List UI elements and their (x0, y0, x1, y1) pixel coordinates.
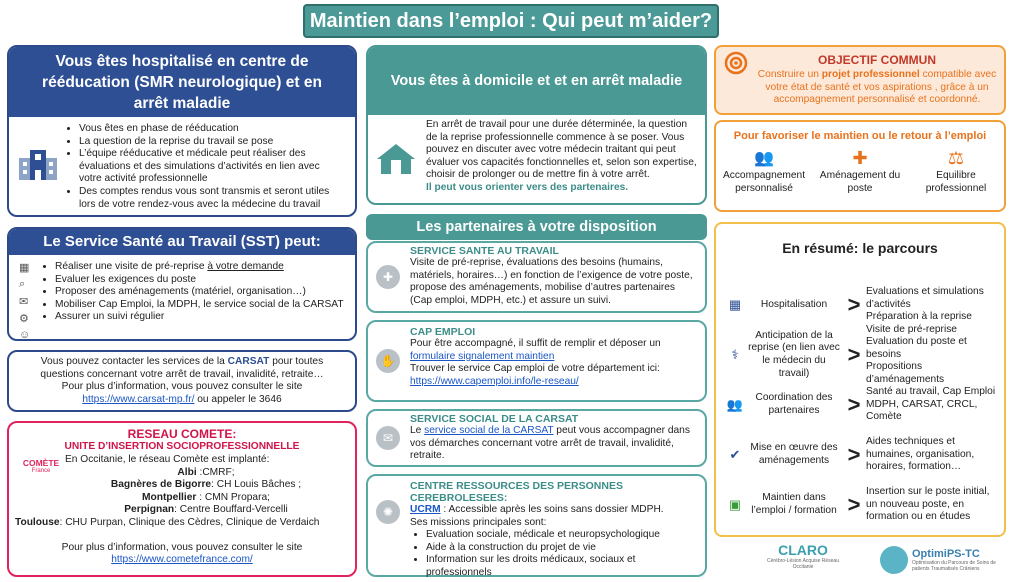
gear-icon: ⚙ (19, 313, 29, 325)
resume-step-label: Anticipation de la reprise (en lien avec… (748, 329, 840, 379)
home-heading: Vous êtes à domicile et et en arrêt mala… (368, 47, 705, 115)
stethoscope-icon: ⚕ (731, 347, 739, 362)
resume-step-label: Coordination des partenaires (755, 392, 833, 416)
sst-heading: Le Service Santé au Travail (SST) peut: (9, 229, 355, 255)
brain-icon: ✺ (376, 500, 400, 524)
sst-item: Assurer un suivi régulier (55, 311, 344, 324)
crpc-item: Information sur les droits médicaux, soc… (426, 554, 699, 579)
user-icon: ☺ (19, 329, 31, 341)
resume-step-label: Maintien dans l’emploi / formation (751, 492, 837, 516)
sst-item: Evaluer les exigences du poste (55, 274, 344, 287)
arrow-icon: > (847, 492, 861, 517)
hospital-item: La question de la reprise du travail se … (79, 136, 342, 149)
people-icon: 👥 (754, 150, 774, 167)
mail-icon: ✉ (376, 426, 400, 450)
page-title: Maintien dans l’emploi : Qui peut m’aide… (303, 4, 719, 38)
carsat-contact: Vous pouvez contacter les services de la… (7, 350, 357, 412)
ucrm-link[interactable]: UCRM (410, 504, 441, 515)
hospital-item: Des comptes rendus vous sont transmis et… (79, 186, 342, 211)
sst-item: Réaliser une visite de pré-reprise à vot… (55, 261, 344, 274)
comete-place: Bagnères de Bigorre: CH Louis Bâches ; (110, 479, 302, 491)
comete-title: RESEAU COMETE: (127, 427, 237, 441)
house-icon (368, 115, 424, 203)
search-icon: ⌕ (19, 278, 26, 290)
comete-logo: COMÈTE France (22, 458, 60, 474)
sst-section: Le Service Santé au Travail (SST) peut: … (7, 227, 357, 341)
resume-step: 👥 Coordination des partenaires >Santé au t… (716, 380, 1004, 430)
hospital-section: Vous êtes hospitalisé en centre de réédu… (7, 45, 357, 217)
puzzle-icon: ✚ (852, 148, 868, 168)
partner-sst: ✚ SERVICE SANTE AU TRAVAIL Visite de pré… (366, 241, 707, 313)
carsat-social-link[interactable]: service social de la CARSAT (424, 425, 554, 436)
favoriser-title: Pour favoriser le maintien ou le retour … (733, 130, 987, 142)
resume-step-label: Hospitalisation (760, 298, 828, 310)
resume-step: ▣ Maintien dans l’emploi / formation >Inse… (716, 480, 1004, 530)
hospital-icon: ▦ (728, 297, 742, 312)
resume-step-label: Mise en œuvre des aménagements (750, 442, 838, 466)
sst-item: Mobiliser Cap Emploi, la MDPH, le servic… (55, 299, 344, 312)
comete-link[interactable]: https://www.cometefrance.com/ (111, 554, 253, 566)
resume-step-detail: Evaluations et simulations d’activités P… (866, 286, 984, 323)
objectif-title: OBJECTIF COMMUN (818, 53, 936, 67)
handshake-icon: ✋ (376, 349, 400, 373)
sst-item: Proposer des aménagements (matériel, org… (55, 286, 344, 299)
comete-place: Toulouse: CHU Purpan, Clinique des Cèdre… (15, 516, 320, 528)
resume-step-detail: Visite de pré-reprise Evaluation du post… (866, 323, 967, 385)
partner-crpc: ✺ CENTRE RESSOURCES DES PERSONNES CEREBR… (366, 474, 707, 579)
scale-icon: ⚖ (947, 148, 965, 168)
cap-network-link[interactable]: https://www.capemploi.info/le-reseau/ (410, 375, 579, 387)
crpc-item: Evaluation sociale, médicale et neuropsy… (426, 529, 699, 542)
resume-section: En résumé: le parcours ▦ Hospitalisation >… (714, 222, 1006, 537)
hospital-item: Vous êtes en phase de rééducation (79, 123, 342, 136)
resume-step: ✔ Mise en œuvre des aménagements >Aides te… (716, 430, 1004, 480)
calendar-icon: ▦ (19, 262, 30, 274)
doctor-icon: ✚ (376, 265, 400, 289)
comete-subtitle: UNITE D’INSERTION SOCIOPROFESSIONNELLE (64, 441, 300, 452)
resume-step-detail: Aides techniques et humaines, organisati… (866, 436, 975, 473)
resume-step-detail: Insertion sur le poste initial, un nouve… (866, 486, 990, 523)
comete-place: Perpignan: Centre Bouffard-Vercelli (124, 504, 288, 516)
partner-carsat: ✉ SERVICE SOCIAL DE LA CARSAT Le service… (366, 409, 707, 467)
hospital-building-icon (9, 117, 67, 213)
chat-icon: ✉ (19, 296, 29, 308)
optimi-logo: OptimiPS-TC Optimisation du Parcours de … (880, 542, 1006, 578)
favoriser-section: Pour favoriser le maintien ou le retour … (714, 120, 1006, 212)
resume-title: En résumé: le parcours (782, 240, 938, 256)
hospital-heading: Vous êtes hospitalisé en centre de réédu… (9, 47, 355, 117)
comete-place: Montpellier : CMN Propara; (142, 491, 270, 503)
home-text: En arrêt de travail pour une durée déter… (426, 119, 697, 181)
objectif-section: OBJECTIF COMMUN Construire un projet pro… (714, 45, 1006, 115)
claro-logo: CLARO Cérébro-Lésion Acquise Réseau Occi… (767, 542, 839, 570)
check-icon: ✔ (729, 447, 741, 462)
resume-step-detail: Santé au travail, Cap Emploi MDPH, CARSA… (866, 386, 996, 423)
sst-icons: ▦ ⌕ ✉ ⚙ ☺ (9, 255, 41, 341)
carsat-link[interactable]: https://www.carsat-mp.fr/ (82, 393, 195, 405)
crpc-item: Aide à la construction du projet de vie (426, 542, 699, 555)
cap-form-link[interactable]: formulaire signalement maintien (410, 350, 555, 362)
team-icon: 👥 (726, 397, 744, 412)
partner-cap-emploi: ✋ CAP EMPLOI Pour être accompagné, il su… (366, 320, 707, 402)
partners-heading: Les partenaires à votre disposition (366, 214, 707, 240)
hospital-item: L’équipe rééducative et médicale peut ré… (79, 148, 342, 186)
resume-step: ⚕ Anticipation de la reprise (en lien ave… (716, 324, 1004, 385)
resume-step: ▦ Hospitalisation >Evaluations et simulati… (716, 280, 1004, 330)
home-highlight: Il peut vous orienter vers des partenair… (426, 181, 629, 193)
arrow-icon: > (847, 342, 861, 367)
arrow-icon: > (847, 292, 861, 317)
arrow-icon: > (847, 442, 861, 467)
brain-logo-icon (880, 546, 908, 574)
comete-place: Albi :CMRF; (177, 466, 235, 478)
comete-section: RESEAU COMETE: UNITE D’INSERTION SOCIOPR… (7, 421, 357, 577)
home-section: Vous êtes à domicile et et en arrêt mala… (366, 45, 707, 205)
briefcase-icon: ▣ (728, 497, 742, 512)
arrow-icon: > (847, 392, 861, 417)
target-icon (716, 47, 756, 113)
